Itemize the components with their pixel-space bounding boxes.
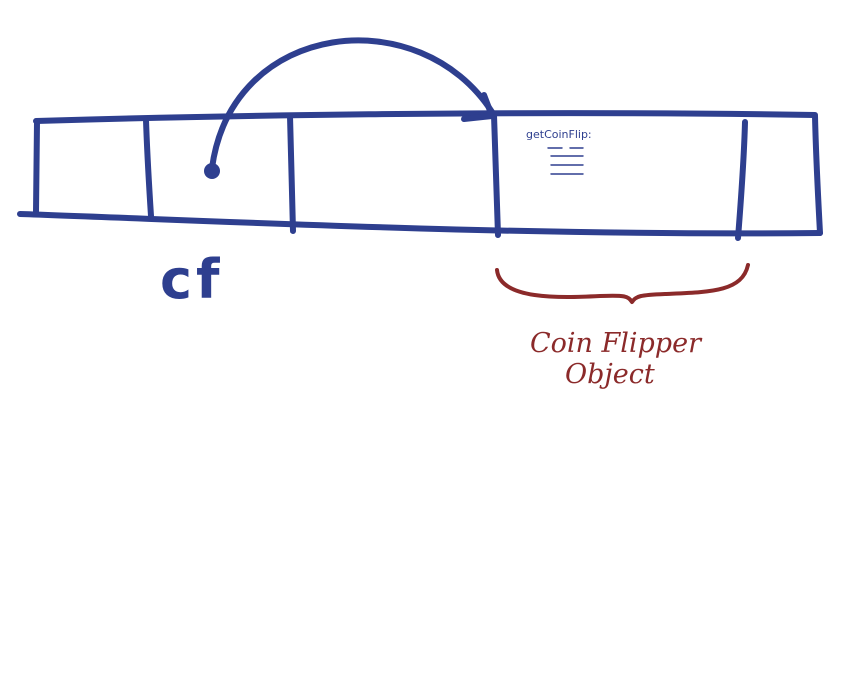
object-contents: getCoinFlip:: [526, 128, 592, 175]
reference-pointer: [204, 37, 495, 179]
pointer-dot-icon: [204, 163, 220, 179]
cell-divider: [287, 113, 296, 234]
variable-label: cf: [160, 248, 224, 311]
cell-divider: [491, 112, 501, 238]
object-label-line2: Object: [565, 359, 655, 390]
memory-strip-top-edge: [33, 110, 818, 124]
arrowhead-icon: [461, 92, 495, 122]
memory-strip-bottom-edge: [17, 211, 823, 237]
memory-strip: [17, 110, 823, 241]
cell-divider: [735, 119, 748, 241]
object-label-line1: Coin Flipper: [530, 328, 703, 359]
curved-arrow-icon: [209, 37, 495, 171]
cell-divider: [143, 117, 154, 219]
memory-strip-right-edge: [812, 113, 823, 236]
memory-strip-left-edge: [33, 119, 40, 215]
method-label: getCoinFlip:: [526, 128, 592, 141]
curly-brace-icon: [495, 263, 750, 304]
